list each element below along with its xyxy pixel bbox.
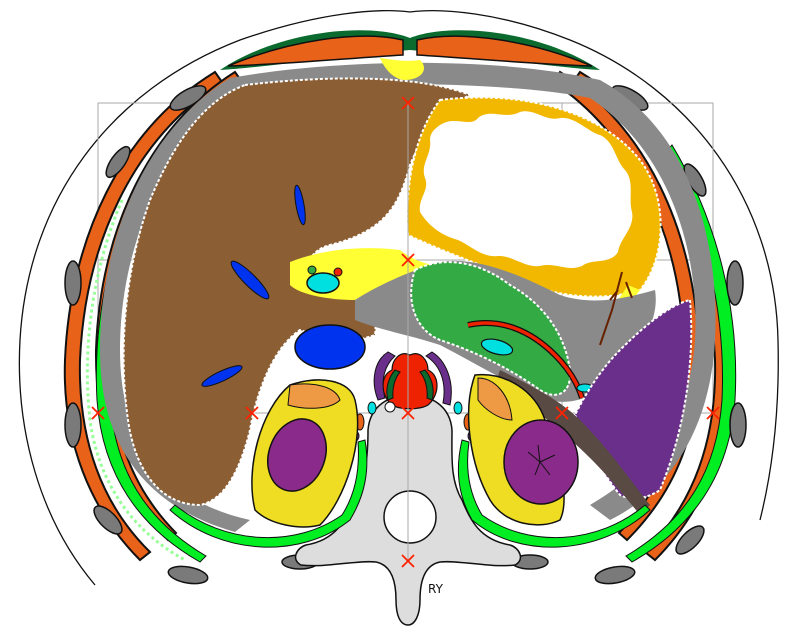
bile-duct: [308, 266, 316, 274]
inferior-vena-cava: [295, 325, 365, 369]
right-kidney: [252, 380, 358, 527]
hepatic-artery: [334, 268, 342, 276]
vertebra-label: RY: [428, 582, 444, 596]
spinal-canal: [384, 491, 436, 543]
portal-vein: [307, 273, 339, 293]
